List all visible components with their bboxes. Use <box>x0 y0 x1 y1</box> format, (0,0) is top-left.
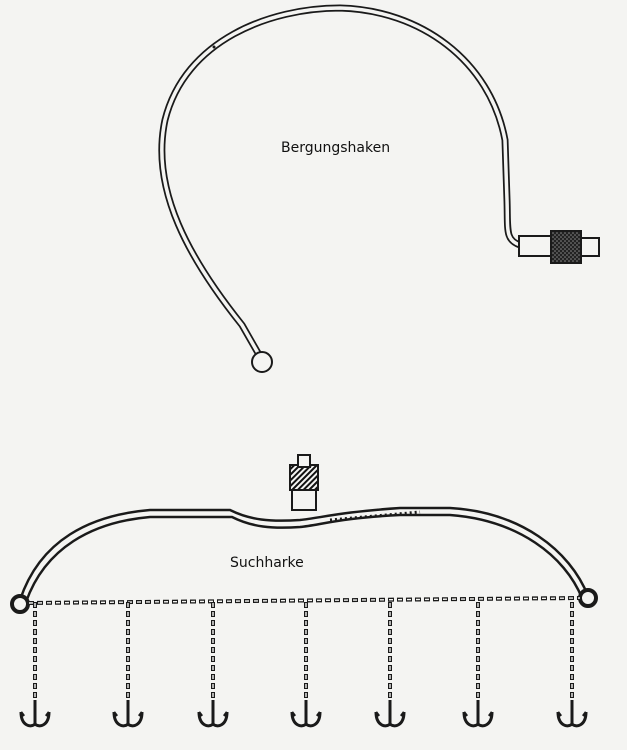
hook-ball-tip <box>251 351 273 373</box>
rake-mount-eye <box>297 454 311 468</box>
hook-knurled-nut <box>550 230 582 264</box>
grapnel-flukes <box>556 711 588 728</box>
rake-hooks <box>19 602 588 728</box>
grapnel-flukes <box>462 711 494 728</box>
hook-label: Bergungshaken <box>281 140 391 156</box>
grapnel-hook <box>290 602 322 728</box>
grapnel-flukes <box>374 711 406 728</box>
grapnel-hook <box>374 602 406 728</box>
search-rake <box>10 454 598 614</box>
grapnel-hook <box>112 602 144 728</box>
grapnel-flukes <box>290 711 322 728</box>
grapnel-hook <box>462 602 494 728</box>
recovery-hook <box>158 4 600 373</box>
hook-connector-collar <box>518 235 552 257</box>
rake-mount-post <box>291 487 317 511</box>
rake-right-ring <box>578 588 598 608</box>
rake-bow <box>18 506 590 601</box>
rake-label: Suchharke <box>230 555 304 571</box>
grapnel-flukes <box>197 711 229 728</box>
grapnel-flukes <box>112 711 144 728</box>
rake-left-ring <box>10 594 30 614</box>
grapnel-hook <box>197 602 229 728</box>
rake-mount-block <box>289 464 319 491</box>
hook-end-cap <box>580 237 600 257</box>
grapnel-flukes <box>19 711 51 728</box>
grapnel-hook <box>19 602 51 728</box>
rake-thickening <box>329 510 421 522</box>
grapnel-hook <box>556 602 588 728</box>
